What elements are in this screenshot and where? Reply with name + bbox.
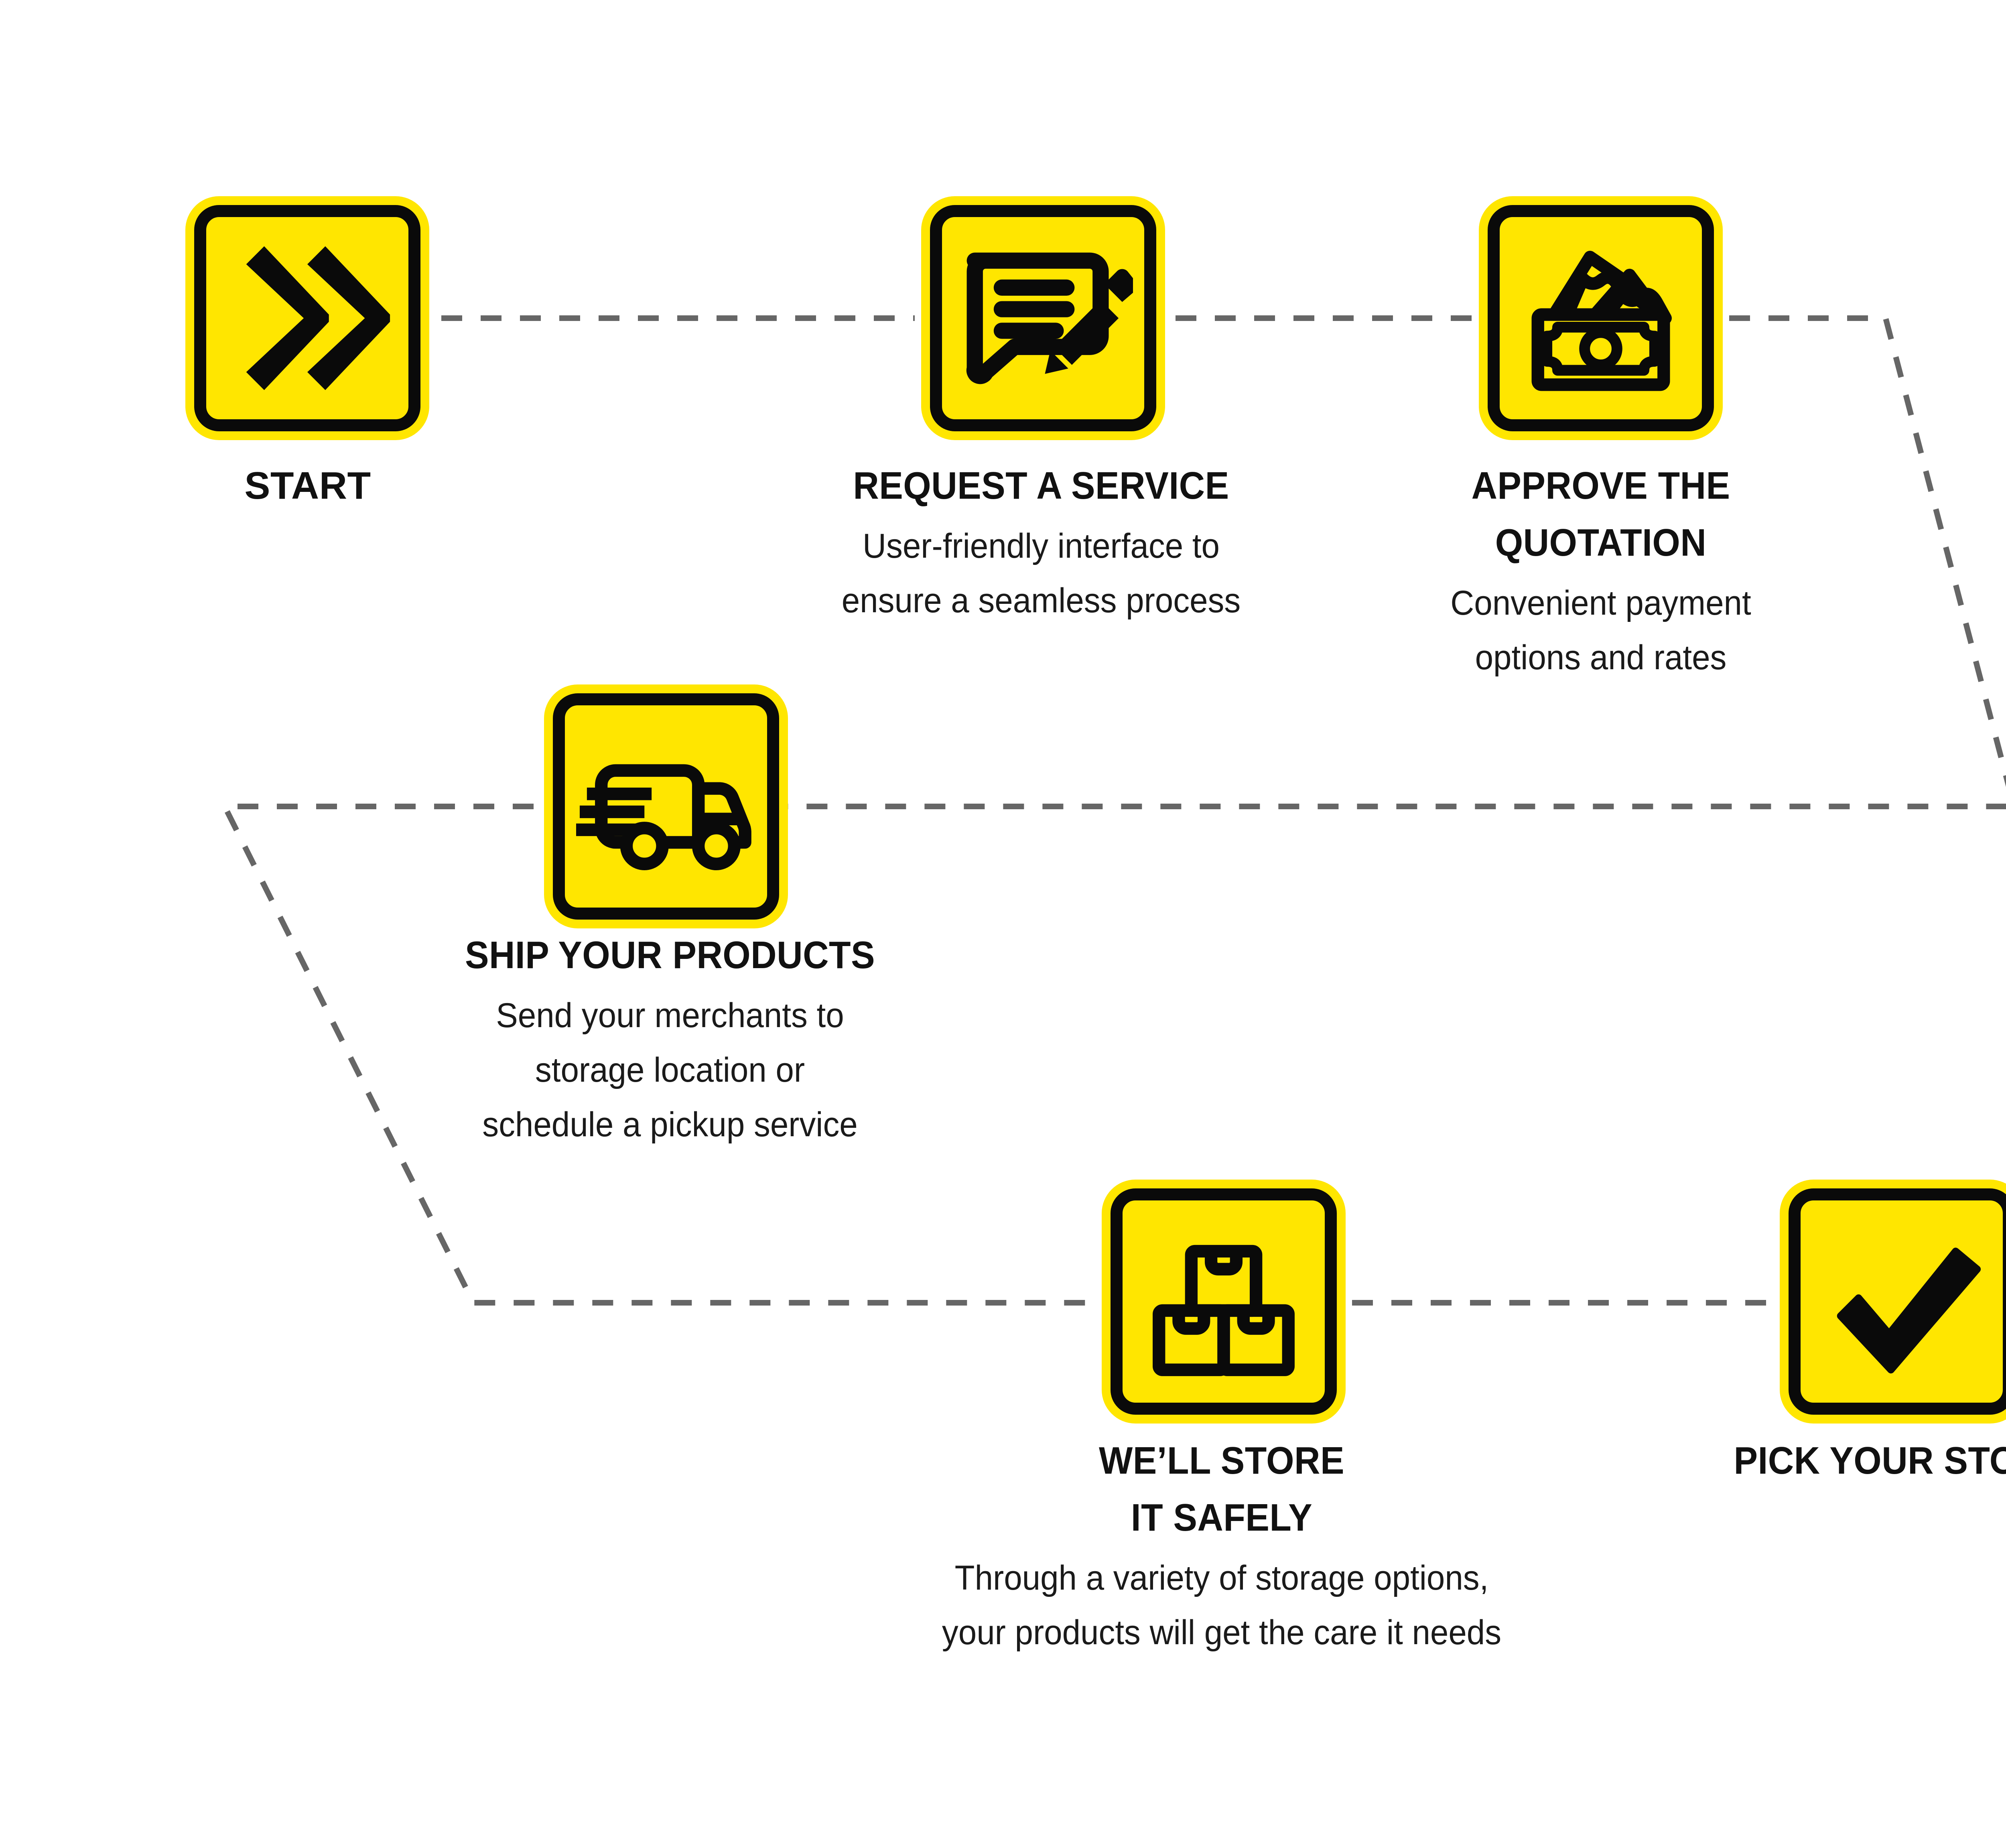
step-well-store-it-safely-description: Through a variety of storage options, yo…: [942, 1559, 1502, 1652]
step-pick-your-stock[interactable]: [1780, 1180, 2006, 1424]
ship-your-products-icon-tile[interactable]: [544, 684, 788, 928]
step-pick-your-stock-title: PICK YOUR STOCK: [1734, 1439, 2006, 1482]
step-approve-the-quotation-title: APPROVE THE QUOTATION: [1471, 464, 1730, 565]
tile-inner-border: [930, 205, 1156, 431]
step-ship-your-products[interactable]: [544, 684, 788, 928]
tile-inner-border: [1789, 1188, 2006, 1415]
approve-the-quotation-icon-tile[interactable]: [1479, 196, 1723, 440]
tile-inner-border: [1488, 205, 1714, 431]
document-with-pencil-icon: [953, 228, 1133, 408]
step-approve-the-quotation-description: Convenient payment options and rates: [1450, 584, 1751, 677]
step-ship-your-products-description: Send your merchants to storage location …: [482, 996, 858, 1144]
delivery-truck-icon: [576, 717, 756, 896]
step-ship-your-products-text: SHIP YOUR PRODUCTS Send your merchants t…: [417, 927, 923, 1152]
double-chevron-right-icon: [217, 228, 397, 408]
step-well-store-it-safely-text: WE’LL STORE IT SAFELY Through a variety …: [919, 1432, 1525, 1660]
well-store-it-safely-icon-tile[interactable]: [1102, 1180, 1346, 1424]
step-well-store-it-safely-title: WE’LL STORE IT SAFELY: [1099, 1439, 1344, 1539]
request-a-service-icon-tile[interactable]: [921, 196, 1165, 440]
tile-inner-border: [194, 205, 420, 431]
checkmark-icon: [1812, 1212, 1992, 1391]
start-icon-tile[interactable]: [185, 196, 429, 440]
step-well-store-it-safely[interactable]: [1102, 1180, 1346, 1424]
step-request-a-service[interactable]: [921, 196, 1165, 440]
step-approve-the-quotation-text: APPROVE THE QUOTATION Convenient payment…: [1380, 457, 1821, 685]
tile-inner-border: [1111, 1188, 1337, 1415]
step-request-a-service-description: User-friendly interface to ensure a seam…: [841, 527, 1241, 620]
step-approve-the-quotation[interactable]: [1479, 196, 1723, 440]
step-request-a-service-text: REQUEST A SERVICE User-friendly interfac…: [786, 457, 1296, 628]
cash-banknotes-icon: [1511, 228, 1691, 408]
step-start[interactable]: [185, 196, 429, 440]
pick-your-stock-icon-tile[interactable]: [1780, 1180, 2006, 1424]
step-request-a-service-title: REQUEST A SERVICE: [853, 464, 1229, 507]
step-start-text: START: [105, 457, 510, 519]
step-pick-your-stock-text: PICK YOUR STOCK: [1653, 1432, 2006, 1494]
step-start-title: START: [244, 464, 371, 507]
tile-inner-border: [553, 693, 779, 920]
step-ship-your-products-title: SHIP YOUR PRODUCTS: [465, 934, 875, 977]
stacked-boxes-icon: [1134, 1212, 1314, 1391]
